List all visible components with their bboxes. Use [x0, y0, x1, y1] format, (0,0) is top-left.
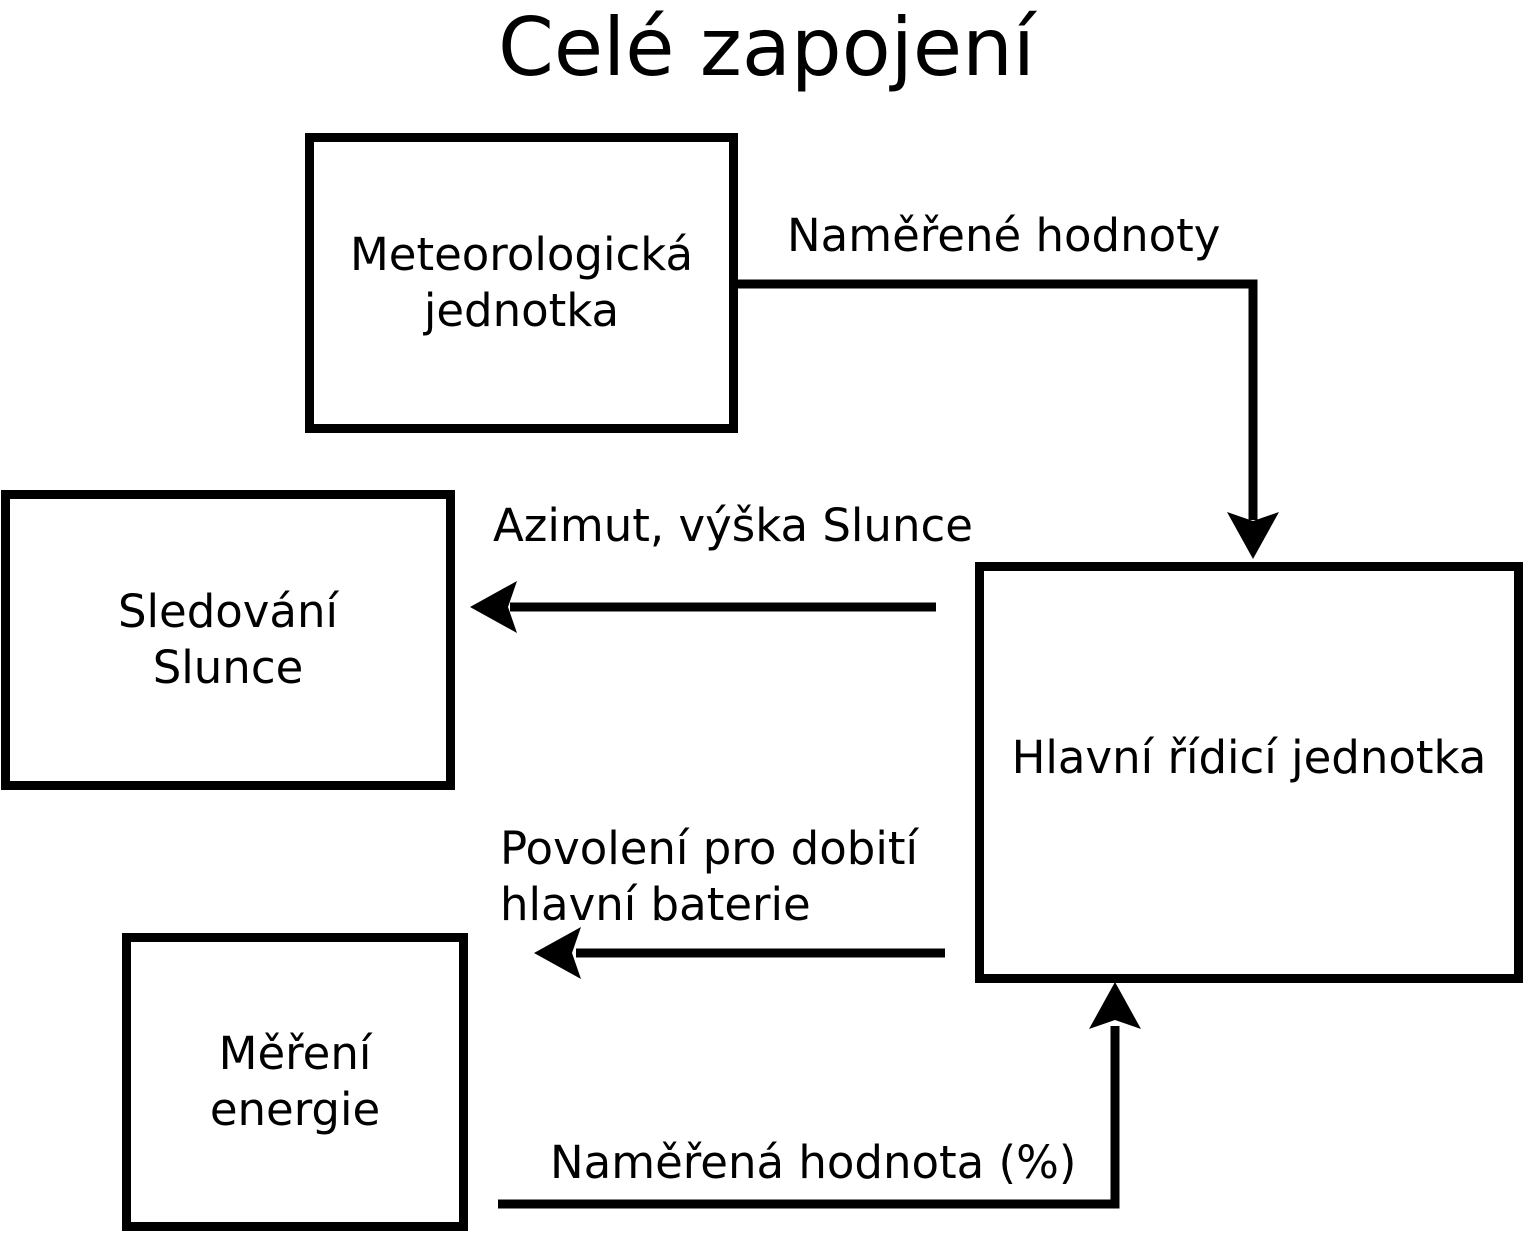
arrowhead-left-into-sledovani — [470, 581, 517, 633]
box-hlavni-label: Hlavní řídicí jednotka — [1011, 731, 1487, 785]
box-sledovani-label: Sledování Slunce — [117, 584, 339, 694]
box-meteorologicka-label: Meteorologická jednotka — [349, 227, 694, 337]
box-hlavni-ridici-jednotka: Hlavní řídicí jednotka — [975, 562, 1523, 983]
box-mereni-label: Měření energie — [209, 1026, 381, 1136]
arrow-label-namerene-hodnoty: Naměřené hodnoty — [787, 209, 1221, 262]
arrow-line-meteo-to-main — [738, 279, 1258, 520]
box-meteorologicka-jednotka: Meteorologická jednotka — [305, 133, 738, 433]
arrow-line-mereni-to-main — [498, 1026, 1120, 1209]
arrow-label-povoleni-pro-dobiti: Povolení pro dobití hlavní baterie — [500, 822, 918, 932]
arrow-label-namerena-hodnota: Naměřená hodnota (%) — [550, 1136, 1077, 1189]
box-mereni-energie: Měření energie — [122, 933, 468, 1231]
arrow-label-azimut-vyska-slunce: Azimut, výška Slunce — [493, 499, 973, 552]
diagram-title: Celé zapojení — [497, 1, 1036, 94]
arrowhead-down-into-main — [1227, 512, 1279, 559]
arrowhead-left-battery — [534, 927, 581, 979]
arrowhead-up-into-main — [1089, 982, 1141, 1029]
box-sledovani-slunce: Sledování Slunce — [1, 490, 455, 790]
